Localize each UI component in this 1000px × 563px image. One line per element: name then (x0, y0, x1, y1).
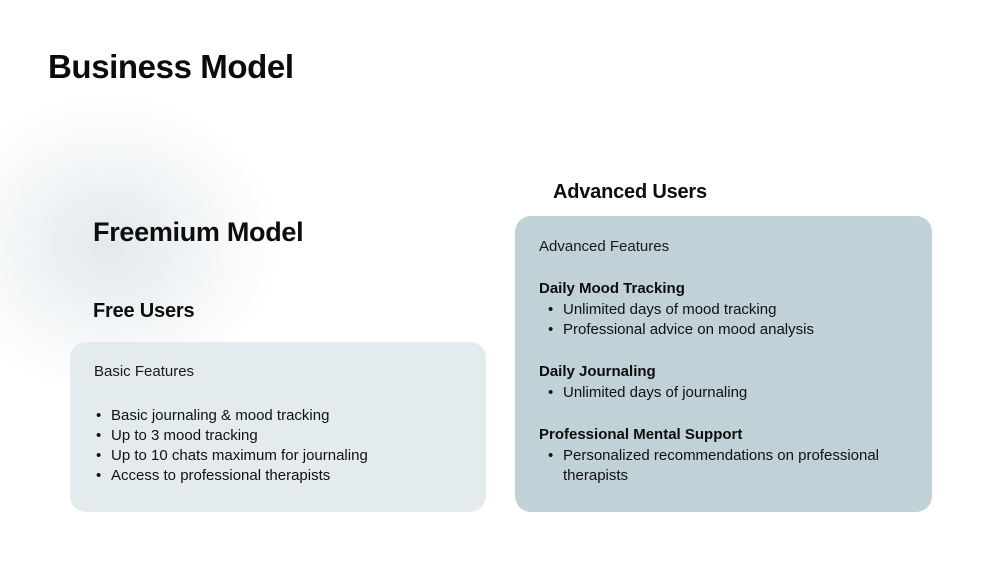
group-heading: Daily Journaling (539, 363, 656, 380)
feature-group-professional-mental-support: Professional Mental Support Personalized… (539, 425, 910, 486)
list-item: Basic journaling & mood tracking (94, 406, 462, 426)
basic-features-label: Basic Features (94, 363, 195, 380)
group-feature-list: Unlimited days of mood tracking Professi… (539, 300, 910, 340)
list-item: Up to 3 mood tracking (94, 426, 462, 446)
free-users-card: Basic Features Basic journaling & mood t… (70, 342, 486, 512)
advanced-features-label: Advanced Features (539, 238, 670, 255)
free-users-title: Free Users (93, 300, 195, 322)
list-item: Unlimited days of mood tracking (539, 300, 910, 320)
group-heading: Professional Mental Support (539, 426, 743, 443)
free-users-feature-list: Basic journaling & mood tracking Up to 3… (94, 406, 462, 486)
advanced-users-title: Advanced Users (553, 181, 707, 203)
list-item: Professional advice on mood analysis (539, 320, 910, 340)
advanced-users-card: Advanced Features Daily Mood Tracking Un… (515, 216, 932, 512)
list-item: Unlimited days of journaling (539, 383, 910, 403)
page-title: Business Model (48, 48, 294, 85)
feature-group-daily-mood-tracking: Daily Mood Tracking Unlimited days of mo… (539, 279, 910, 340)
feature-group-daily-journaling: Daily Journaling Unlimited days of journ… (539, 362, 910, 403)
freemium-model-title: Freemium Model (93, 217, 304, 247)
group-feature-list: Unlimited days of journaling (539, 383, 910, 403)
group-feature-list: Personalized recommendations on professi… (539, 446, 910, 486)
list-item: Access to professional therapists (94, 466, 462, 486)
group-heading: Daily Mood Tracking (539, 280, 685, 297)
list-item: Up to 10 chats maximum for journaling (94, 446, 462, 466)
list-item: Personalized recommendations on professi… (539, 446, 910, 486)
